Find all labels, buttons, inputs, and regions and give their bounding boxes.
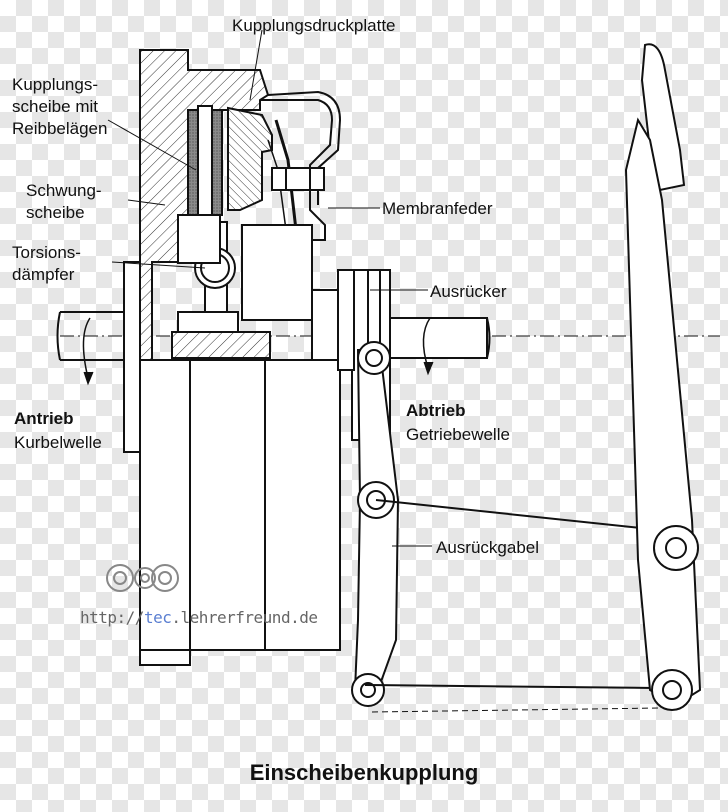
- label-antrieb: Antrieb: [14, 409, 74, 428]
- splined-hub: [177, 311, 239, 333]
- label-getriebewelle: Getriebewelle: [406, 425, 510, 444]
- clutch-body-right: [264, 359, 341, 651]
- pressure-plate: [227, 106, 273, 211]
- clutch-cover: [260, 99, 334, 241]
- diagram-title: Einscheibenkupplung: [249, 760, 479, 785]
- linkage-rod: [375, 499, 661, 531]
- label-kupplungsdruckplatte: Kupplungsdruckplatte: [232, 16, 396, 35]
- watermark-prefix: http://: [80, 608, 144, 627]
- watermark-url: http://tec.lehrerfreund.de: [80, 608, 318, 627]
- label-abtrieb: Abtrieb: [406, 401, 466, 420]
- label-kupplungsscheibe-3: Reibbelägen: [12, 119, 108, 138]
- friction-lining-right: [211, 109, 223, 216]
- label-kupplungsscheibe-2: scheibe mit: [12, 97, 98, 116]
- label-kurbelwelle: Kurbelwelle: [14, 433, 102, 452]
- label-torsionsdaempfer-2: dämpfer: [12, 265, 75, 284]
- flywheel-lower: [139, 359, 191, 666]
- label-kupplungsscheibe-1: Kupplungs-: [12, 75, 99, 94]
- clutch-body: [189, 359, 266, 651]
- label-torsionsdaempfer-1: Torsions-: [12, 243, 81, 262]
- watermark-suffix: .lehrerfreund.de: [171, 608, 318, 627]
- label-membranfeder: Membranfeder: [382, 199, 493, 218]
- label-schwungscheibe-1: Schwung-: [26, 181, 102, 200]
- watermark-logo: [106, 564, 179, 592]
- release-fork: [353, 349, 400, 691]
- label-ausruecker: Ausrücker: [430, 282, 507, 301]
- watermark-highlight: tec: [143, 608, 172, 627]
- rotation-arrow-left: [82, 317, 91, 379]
- label-schwungscheibe-2: scheibe: [26, 203, 85, 222]
- pedal-lever: [624, 117, 702, 707]
- clutch-disc: [197, 105, 213, 223]
- label-ausrueckgabel: Ausrückgabel: [436, 538, 540, 557]
- spring-pivot: [271, 167, 325, 191]
- friction-lining-left: [187, 109, 199, 216]
